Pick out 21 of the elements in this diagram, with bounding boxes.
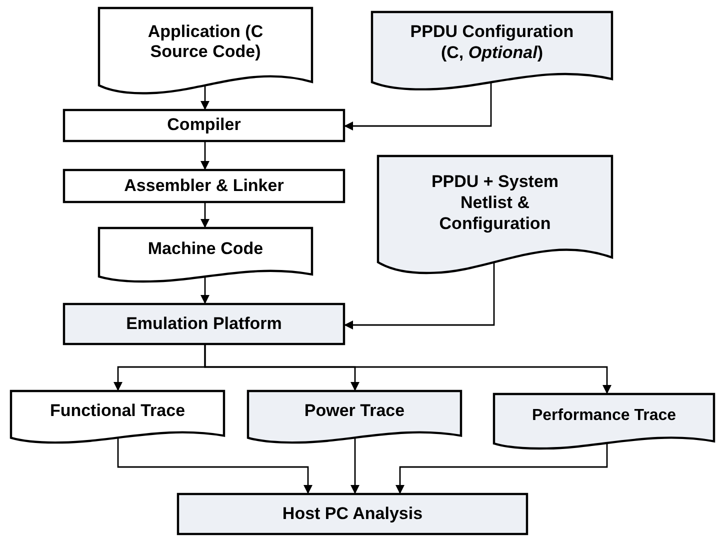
node-label: Compiler	[167, 115, 241, 136]
arrow	[344, 82, 492, 130]
arrow	[200, 202, 210, 228]
arrow	[200, 141, 210, 170]
node-label: Performance Trace	[532, 406, 676, 426]
arrow	[200, 276, 210, 304]
arrow	[350, 438, 360, 494]
node-label: PPDU Configuration (C, Optional)	[409, 22, 575, 64]
arrow	[117, 438, 312, 494]
arrow	[344, 262, 495, 330]
node-label: Emulation Platform	[126, 314, 282, 334]
arrow	[396, 443, 608, 494]
node-label: Host PC Analysis	[282, 504, 423, 524]
node-label: Power Trace	[304, 401, 405, 422]
arrow	[204, 344, 612, 394]
node-label: Functional Trace	[50, 401, 186, 422]
arrow	[200, 85, 210, 110]
node-label: PPDU + System Netlist & Configuration	[430, 172, 560, 234]
node-label: Machine Code	[148, 239, 264, 260]
node-label: Assembler & Linker	[124, 176, 284, 196]
node-label: Application (C Source Code)	[146, 22, 264, 64]
